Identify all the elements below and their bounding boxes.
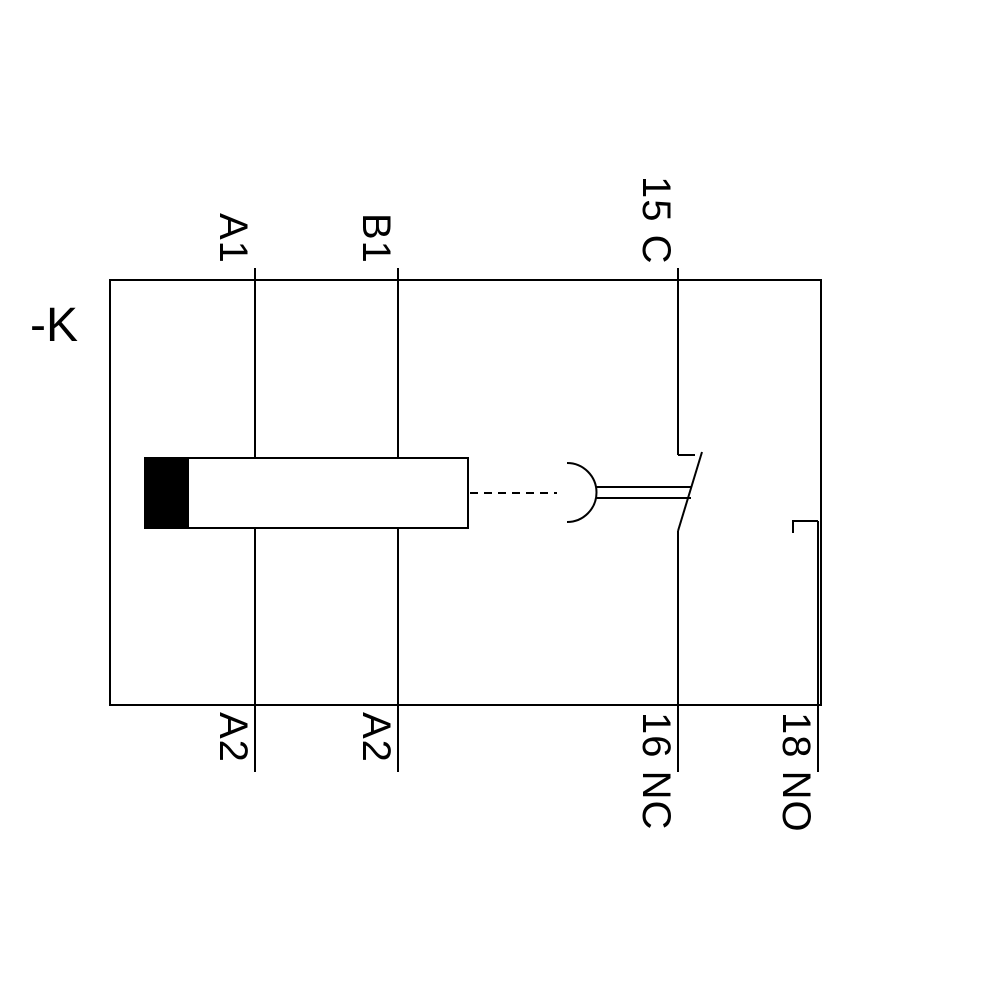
terminal-label-a1: A1	[211, 213, 255, 264]
relay-coil-symbol	[144, 457, 469, 529]
terminal-label-18no: 18 NO	[774, 712, 818, 833]
switch-blade	[677, 451, 703, 532]
delay-actuator-arc	[566, 462, 598, 523]
device-designation-label: -K	[30, 299, 78, 352]
fixed-contact-hook-18	[792, 520, 818, 533]
terminal-label-15c: 15 C	[634, 175, 678, 265]
terminal-label-a2-left: A2	[211, 712, 255, 763]
device-outline	[109, 279, 822, 706]
terminal-label-a2-right: A2	[354, 712, 398, 763]
terminal-label-b1: B1	[354, 213, 398, 264]
coil-black-block	[144, 457, 189, 529]
terminal-label-16nc: 16 NC	[634, 712, 678, 831]
